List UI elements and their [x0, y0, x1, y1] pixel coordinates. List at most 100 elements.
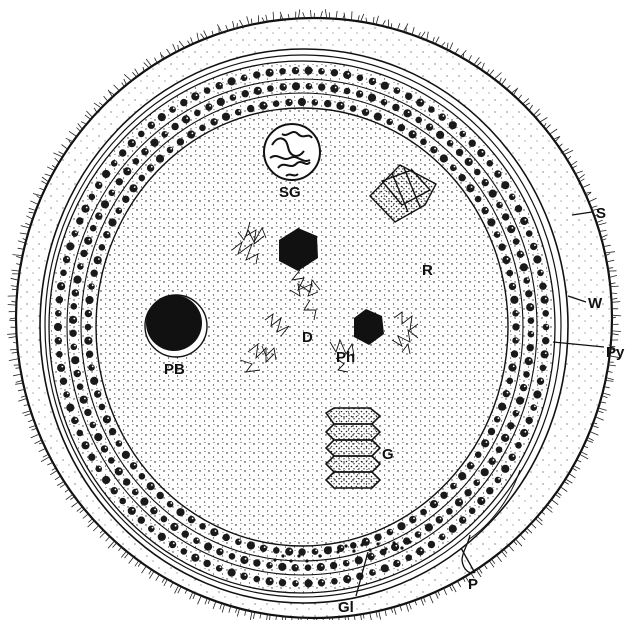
surface-hair — [20, 233, 28, 234]
granule — [235, 109, 242, 116]
granule — [204, 543, 212, 551]
granule — [228, 77, 236, 85]
granule — [530, 404, 537, 411]
granule — [440, 154, 448, 162]
granule-highlight — [373, 79, 375, 81]
granule — [318, 68, 325, 75]
granule — [69, 330, 76, 337]
granule-highlight — [516, 411, 518, 413]
granule — [95, 466, 102, 473]
granule — [72, 230, 79, 237]
surface-hair — [193, 593, 196, 599]
granule — [481, 439, 489, 447]
granule-highlight — [258, 89, 260, 91]
granule — [71, 303, 78, 310]
surface-hair — [266, 15, 268, 22]
granule — [139, 473, 146, 480]
granule-highlight — [175, 525, 177, 527]
granule — [91, 270, 98, 277]
granule-highlight — [525, 219, 527, 221]
granule — [74, 370, 81, 377]
granule-highlight — [471, 464, 473, 466]
surface-hair — [237, 23, 238, 28]
granule — [477, 497, 485, 505]
surface-hair — [47, 167, 54, 171]
granule — [242, 90, 249, 97]
granule-highlight — [322, 69, 324, 71]
granule — [73, 276, 81, 284]
surface-hair — [609, 275, 617, 277]
granule-highlight — [541, 379, 543, 381]
granule — [489, 458, 496, 465]
granule — [357, 75, 364, 82]
granule — [543, 324, 550, 331]
granule — [465, 158, 473, 166]
granule-highlight — [545, 352, 547, 354]
surface-hair — [447, 43, 448, 50]
granule — [542, 337, 549, 344]
surface-hair — [611, 293, 617, 294]
granule-highlight — [546, 325, 548, 327]
granule — [72, 289, 79, 296]
surface-hair — [449, 43, 453, 51]
granule — [542, 310, 549, 317]
granule — [151, 139, 159, 147]
granule-highlight — [214, 120, 216, 122]
granule — [260, 545, 267, 552]
granule — [84, 337, 92, 345]
surface-hair — [144, 63, 150, 68]
granule — [481, 468, 489, 476]
surface-hair — [534, 109, 540, 115]
granule — [199, 125, 206, 132]
surface-hair — [547, 505, 552, 509]
granule — [216, 82, 223, 89]
granule-highlight — [322, 581, 324, 583]
granule-highlight — [513, 195, 515, 197]
granule-highlight — [497, 233, 499, 235]
granule-highlight — [119, 441, 121, 443]
surface-hair — [18, 398, 27, 401]
granule — [415, 117, 422, 124]
granule — [469, 508, 476, 515]
surface-hair — [41, 457, 50, 462]
granule-highlight — [309, 84, 311, 86]
granule — [374, 534, 381, 541]
surface-hair — [516, 539, 523, 546]
granule-highlight — [132, 141, 134, 143]
surface-hair — [429, 595, 433, 604]
granule — [171, 123, 178, 130]
granule — [350, 105, 357, 112]
granule-highlight — [421, 101, 423, 103]
granule — [415, 531, 422, 538]
granule — [520, 429, 528, 437]
granule — [540, 365, 547, 372]
granule — [285, 548, 293, 556]
granule — [501, 465, 509, 473]
granule — [298, 98, 306, 106]
granule-highlight — [482, 151, 484, 153]
granule — [187, 130, 195, 138]
surface-hair — [29, 426, 36, 428]
surface-hair — [25, 413, 32, 416]
granule — [88, 364, 95, 371]
granule — [513, 410, 520, 417]
granule-highlight — [500, 203, 502, 205]
surface-hair — [81, 122, 86, 125]
granule-highlight — [315, 550, 317, 552]
granule-highlight — [512, 227, 514, 229]
surface-hair — [222, 604, 224, 612]
granule-highlight — [93, 423, 95, 425]
granule — [507, 225, 515, 233]
granule — [199, 523, 206, 530]
label-ph: Ph — [336, 349, 355, 366]
granule — [508, 363, 516, 371]
granule — [494, 170, 501, 177]
granule — [119, 498, 126, 505]
surface-hair — [16, 380, 23, 382]
surface-hair — [18, 248, 24, 249]
surface-hair — [13, 343, 17, 344]
granule-highlight — [244, 76, 246, 78]
surface-hair — [229, 606, 231, 613]
surface-hair — [433, 37, 435, 43]
